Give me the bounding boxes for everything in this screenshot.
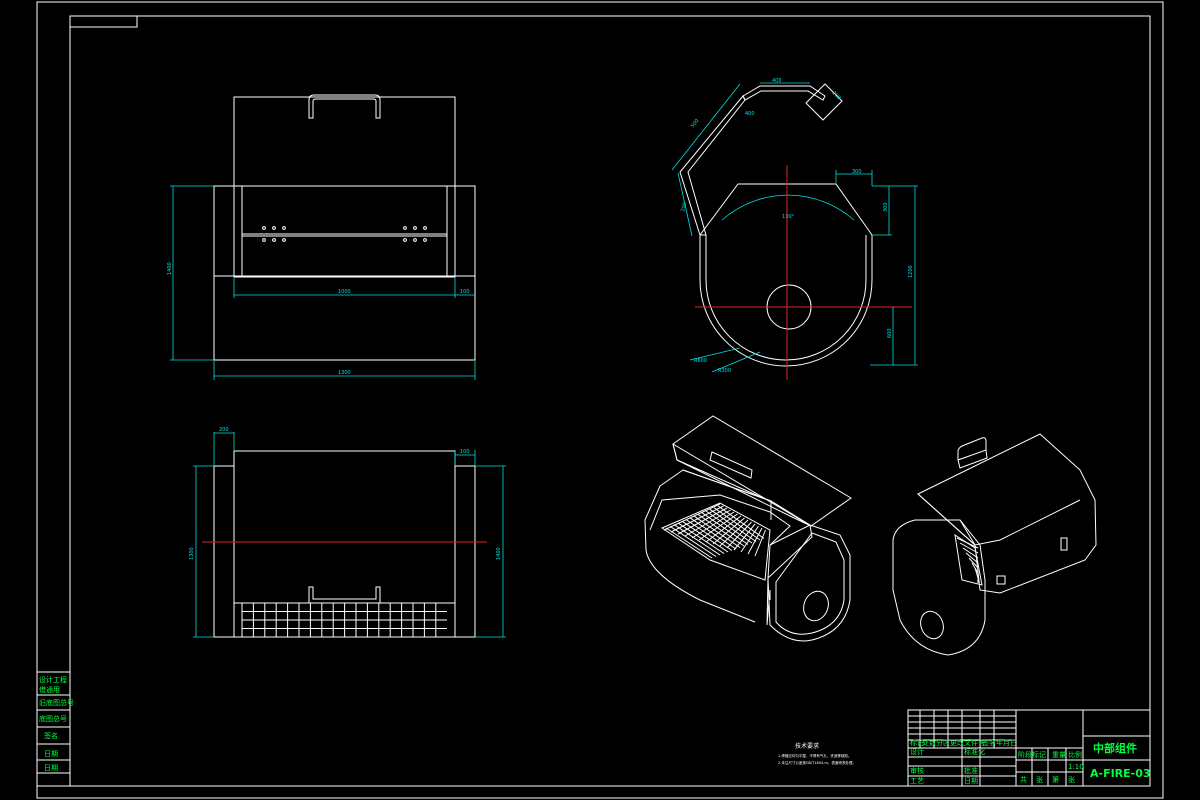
side-view: 300 130° 1200 300 600 R600 R300 500 200 … [671,78,918,380]
role-process: 工艺 [910,777,924,785]
dim-side-lid2: 200 [680,202,688,213]
iso-latch-2 [996,575,1006,585]
notes-line-1: 1.焊缝应均匀平整，不得有气孔、夹渣等缺陷。 [778,753,851,758]
row-label-0: 标记 [910,738,924,747]
dim-side-top: 300 [852,169,862,175]
hinge-right-bolts [403,226,427,242]
front-view: 1000 100 1300 1400 [167,94,476,380]
title-block: 标记 处数 分区 更改文件号 签名 年月日 设计 审核 工艺 标准化 批准 日期… [907,709,1151,787]
drawing-name: 中部组件 [1093,741,1137,755]
notes-line-2: 2.未注尺寸公差按GB/T1804-m，表面喷漆处理。 [778,760,856,765]
sheet-label-0: 共 [1020,775,1027,784]
row-label-4: 签名 [982,738,996,747]
notes-title: 技术要求 [795,742,819,750]
drawing-code: A-FIRE-03 [1090,767,1151,780]
lid-arm [679,95,746,236]
inner-border [69,15,1151,787]
lid-handle-box [805,83,843,121]
iso-view-closed [892,433,1097,656]
left-label-2: 旧底图总号 [39,698,74,707]
stage-label-0: 阶段标记 [1018,750,1046,759]
lid-top [742,85,826,101]
left-label-6: 日期 [44,764,58,772]
top-dimensions: 200 100 1300 1400 [189,427,506,638]
std-label-2: 日期 [964,777,978,785]
left-label-4: 签名 [44,731,58,740]
ratio-value: 1:10 [1068,763,1084,771]
std-label-1: 批准 [964,766,978,775]
row-label-3: 更改文件号 [950,738,985,747]
stage-label-2: 比例 [1068,750,1082,759]
dim-side-angle: 130° [782,214,795,220]
iso-latch [1060,537,1068,551]
dim-side-r2: R300 [718,368,731,374]
title-grid [908,710,1067,786]
role-design: 设计 [910,747,924,756]
iso-handle-2 [957,449,988,469]
left-label-3: 底图总号 [39,714,67,723]
std-label-0: 标准化 [964,747,985,756]
handle-top [308,94,381,119]
hinge-left-bolts [262,226,286,242]
dim-side-lid1: 500 [690,118,701,129]
dim-front-height: 1400 [167,262,173,275]
dim-side-small: 200 [831,90,842,101]
outer-border [36,1,1164,799]
dim-side-right: 1200 [908,265,914,278]
dim-front-total: 1300 [338,370,351,376]
dim-top-left: 200 [219,427,229,433]
dim-side-top2: 400 [772,78,782,84]
stage-label-1: 重量 [1052,751,1066,759]
iso-view-open [644,415,852,642]
corner-tag-box [69,15,138,28]
iso-hole-1 [803,590,829,622]
handle-bottom [308,586,381,604]
iso-hole-2 [920,610,944,640]
sheet-label-1: 张 [1036,775,1043,784]
technical-notes: 技术要求 1.焊缝应均匀平整，不得有气孔、夹渣等缺陷。 2.未注尺寸公差按GB/… [778,742,856,765]
left-label-0: 设计工程 [39,675,67,684]
left-label-1: 借通用 [39,685,60,694]
dim-top-height2: 1400 [496,547,502,560]
dim-front-side: 100 [460,289,470,295]
mesh-grid [234,602,455,638]
dim-top-height: 1300 [189,547,195,560]
top-view: 200 100 1300 1400 [189,427,506,638]
dim-top-right: 100 [460,449,470,455]
dim-side-lid3: 400 [745,111,755,117]
dim-side-right2: 600 [887,328,893,338]
sheet-label-2: 第 [1052,775,1059,784]
dim-side-r1: R600 [694,358,707,364]
left-label-5: 日期 [44,750,58,758]
role-review: 审核 [910,766,924,775]
iso-handle-1 [709,451,753,479]
dim-front-width: 1000 [338,289,351,295]
row-label-1: 处数 [922,738,936,747]
left-label-column: 设计工程 借通用 旧底图总号 底图总号 签名 日期 日期 [36,671,74,787]
side-dimensions: 300 130° 1200 300 600 R600 R300 500 200 … [671,78,918,374]
iso-mesh-1 [660,502,771,581]
dim-side-mid: 300 [883,202,889,212]
row-label-5: 年月日 [996,738,1017,747]
sheet-label-3: 张 [1068,775,1075,784]
row-label-2: 分区 [936,738,950,747]
front-dimensions: 1000 100 1300 1400 [167,185,476,380]
